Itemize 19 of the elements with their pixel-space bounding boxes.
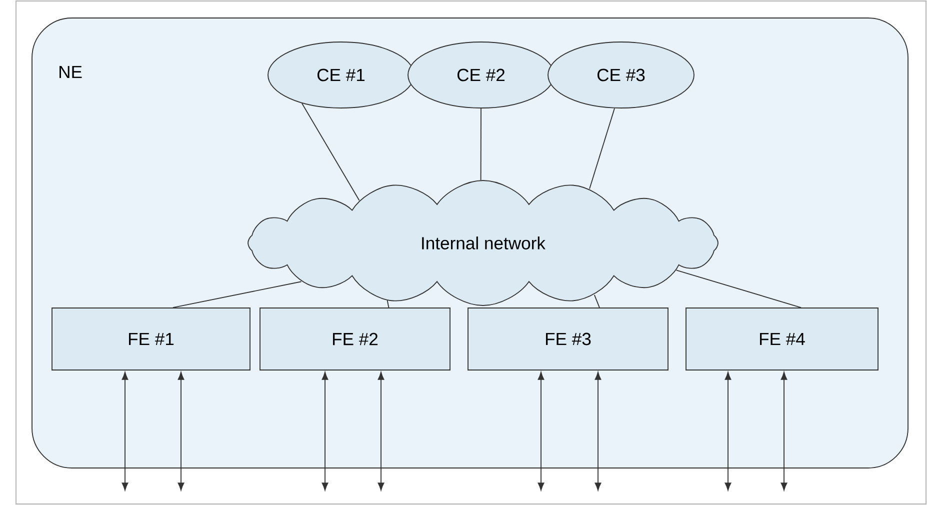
arrow xyxy=(538,372,544,491)
arrow xyxy=(378,372,384,491)
arrow xyxy=(178,372,184,491)
forwarding-element-box: FE #2 xyxy=(260,308,450,370)
arrow xyxy=(594,372,602,491)
arrow xyxy=(322,372,328,491)
connector-line xyxy=(594,294,600,308)
connector-line xyxy=(589,108,615,190)
arrow xyxy=(780,372,788,491)
connector-line xyxy=(302,102,360,201)
connector-line xyxy=(676,270,802,308)
arrow xyxy=(122,372,128,491)
connector-line xyxy=(386,300,390,308)
connector-line xyxy=(172,281,302,308)
forwarding-element-box: FE #4 xyxy=(686,308,878,370)
forwarding-element-box: FE #1 xyxy=(52,308,250,370)
arrow xyxy=(724,372,732,491)
connector-line xyxy=(480,108,482,181)
forwarding-element-box: FE #3 xyxy=(468,308,668,370)
